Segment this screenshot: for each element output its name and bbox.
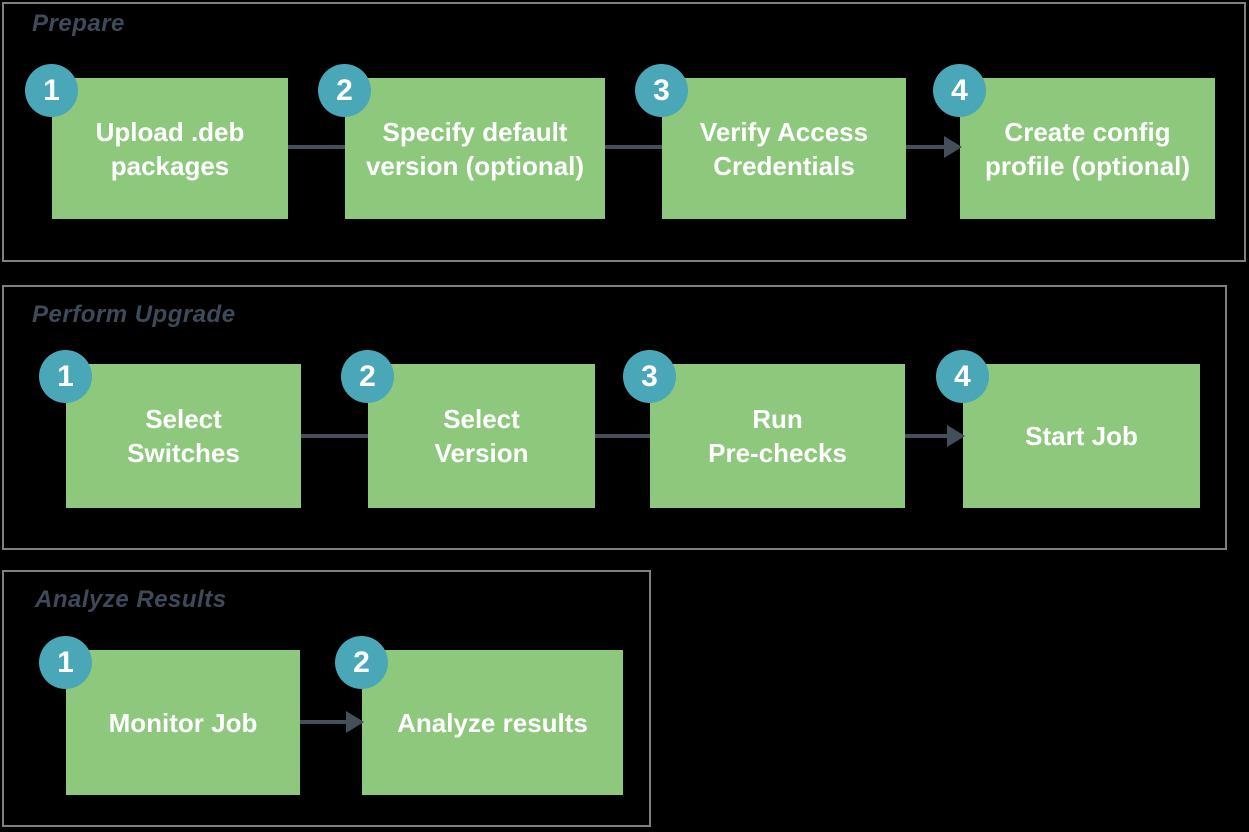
step-label: Analyze results [397, 707, 588, 738]
step-label: Verify Access Credentials [699, 116, 869, 181]
step-number: 1 [57, 359, 74, 393]
step-box-monitor-job: Monitor Job [66, 650, 300, 795]
step-number: 3 [641, 359, 658, 393]
step-number: 2 [359, 359, 376, 393]
step-number-badge: 4 [936, 350, 989, 403]
step-box-verify-access-credentials: Verify Access Credentials [662, 78, 906, 219]
section-perform-upgrade: Perform Upgrade [2, 285, 1227, 550]
step-label: Upload .deb packages [95, 116, 245, 181]
connector-line [288, 145, 345, 149]
section-title: Prepare [32, 10, 125, 37]
step-number-badge: 2 [318, 64, 371, 117]
connector-line [595, 434, 650, 438]
step-number-badge: 3 [635, 64, 688, 117]
step-box-upload-deb-packages: Upload .deb packages [52, 78, 288, 219]
step-number: 2 [353, 645, 370, 679]
step-box-select-switches: Select Switches [66, 364, 301, 508]
connector-line [605, 145, 662, 149]
step-box-start-job: Start Job [963, 364, 1200, 508]
step-number: 2 [336, 73, 353, 107]
section-analyze-results: Analyze Results [2, 570, 651, 827]
connector-line [300, 720, 346, 724]
step-number: 3 [653, 73, 670, 107]
step-number: 4 [951, 73, 968, 107]
connector-line [906, 145, 944, 149]
step-box-run-pre-checks: Run Pre-checks [650, 364, 905, 508]
connector-line [301, 434, 368, 438]
step-number: 4 [954, 359, 971, 393]
step-number: 1 [43, 73, 60, 107]
step-label: Start Job [1025, 421, 1138, 451]
step-label: Monitor Job [108, 707, 258, 738]
step-label: Specify default version (optional) [365, 116, 585, 181]
step-number-badge: 1 [25, 64, 78, 117]
step-label: Run Pre-checks [708, 404, 847, 468]
connector-arrowhead-icon [346, 711, 364, 733]
section-title: Analyze Results [35, 586, 227, 613]
step-number-badge: 4 [933, 64, 986, 117]
step-label: Create config profile (optional) [984, 116, 1191, 181]
step-box-specify-default-version: Specify default version (optional) [345, 78, 605, 219]
step-box-analyze-results: Analyze results [362, 650, 623, 795]
step-number-badge: 3 [623, 350, 676, 403]
step-number-badge: 2 [335, 636, 388, 689]
step-number: 1 [57, 645, 74, 679]
step-box-create-config-profile: Create config profile (optional) [960, 78, 1215, 219]
section-title: Perform Upgrade [32, 301, 236, 328]
section-prepare: Prepare [2, 2, 1246, 262]
step-number-badge: 1 [39, 350, 92, 403]
step-label: Select Switches [127, 404, 240, 468]
step-box-select-version: Select Version [368, 364, 595, 508]
connector-arrowhead-icon [944, 136, 962, 158]
step-label: Select Version [434, 404, 529, 468]
step-number-badge: 1 [39, 636, 92, 689]
step-number-badge: 2 [341, 350, 394, 403]
connector-arrowhead-icon [947, 425, 965, 447]
connector-line [905, 434, 947, 438]
